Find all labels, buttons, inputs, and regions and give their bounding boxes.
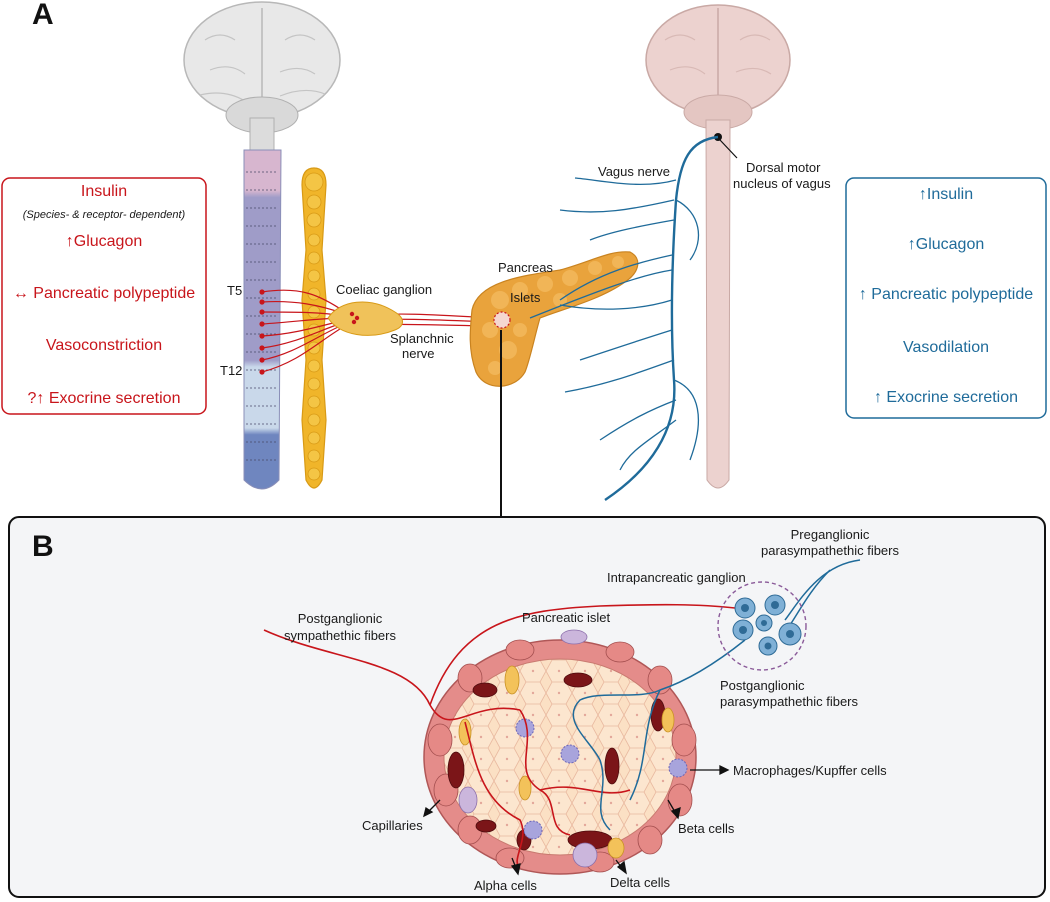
postpara-label-1: Postganglionic <box>720 678 805 693</box>
pregang-label-1: Preganglionic <box>791 527 870 542</box>
beta-cells-label: Beta cells <box>678 821 735 836</box>
islet-label: Pancreatic islet <box>522 610 611 625</box>
islets-marker <box>493 311 511 329</box>
dmnv-label-2: nucleus of vagus <box>733 176 831 191</box>
vagus-nerve <box>529 135 719 501</box>
left-brain <box>183 1 341 159</box>
splanchnic-label-2: nerve <box>402 346 435 361</box>
postsym-label-1: Postganglionic <box>298 611 383 626</box>
para-effect-insulin: ↑Insulin <box>919 186 973 203</box>
dmnv-label-1: Dorsal motor <box>746 160 821 175</box>
parasympathetic-effects-box <box>845 177 1047 419</box>
postsym-label-2: sympathethic fibers <box>284 628 396 643</box>
capillaries-label: Capillaries <box>362 818 423 833</box>
macrophage-label: Macrophages/Kupffer cells <box>733 763 887 778</box>
para-effect-exocrine: ↑ Exocrine secretion <box>874 389 1018 406</box>
sympathetic-fibers-b <box>263 603 736 869</box>
symp-effect-exocrine: ?↑ Exocrine secretion <box>28 390 181 407</box>
right-brain <box>645 4 791 489</box>
para-effect-glucagon: ↑Glucagon <box>908 236 985 253</box>
delta-cells-label: Delta cells <box>610 875 670 890</box>
symp-effect-insulin-note: (Species- & receptor- dependent) <box>23 209 186 221</box>
panel-b-letter: B <box>32 530 54 563</box>
pregang-label-2: parasympathethic fibers <box>761 543 900 558</box>
t5-t12-nodes <box>259 289 265 375</box>
symp-effect-insulin: Insulin <box>81 183 127 200</box>
symp-effect-glucagon: ↑Glucagon <box>66 233 143 250</box>
symp-effect-pp: ↔ Pancreatic polypeptide <box>13 285 195 302</box>
splanchnic-label-1: Splanchnic <box>390 331 454 346</box>
vagus-label: Vagus nerve <box>598 164 670 179</box>
t12-label: T12 <box>220 363 242 378</box>
dmnv-pointer <box>719 139 738 159</box>
sympathetic-effects-box <box>1 177 207 415</box>
intrapancreatic-label: Intrapancreatic ganglion <box>607 570 746 585</box>
alpha-cells-label: Alpha cells <box>474 878 537 893</box>
coeliac-label: Coeliac ganglion <box>336 282 432 297</box>
islets-label: Islets <box>510 290 541 305</box>
intrapancreatic-ganglion <box>717 581 807 671</box>
para-effect-pp: ↑ Pancreatic polypeptide <box>859 286 1033 303</box>
pancreas-label: Pancreas <box>498 260 553 275</box>
coeliac-ganglion <box>327 301 403 336</box>
spinal-cord <box>243 149 282 490</box>
parasympathetic-fibers-b <box>572 559 861 831</box>
label-pointers <box>423 764 730 876</box>
para-effect-vaso: Vasodilation <box>903 339 989 356</box>
panel-a-letter: A <box>32 0 54 31</box>
symp-effect-vaso: Vasoconstriction <box>46 337 162 354</box>
pancreas <box>469 251 639 387</box>
t5-label: T5 <box>227 283 242 298</box>
postpara-label-2: parasympathethic fibers <box>720 694 859 709</box>
